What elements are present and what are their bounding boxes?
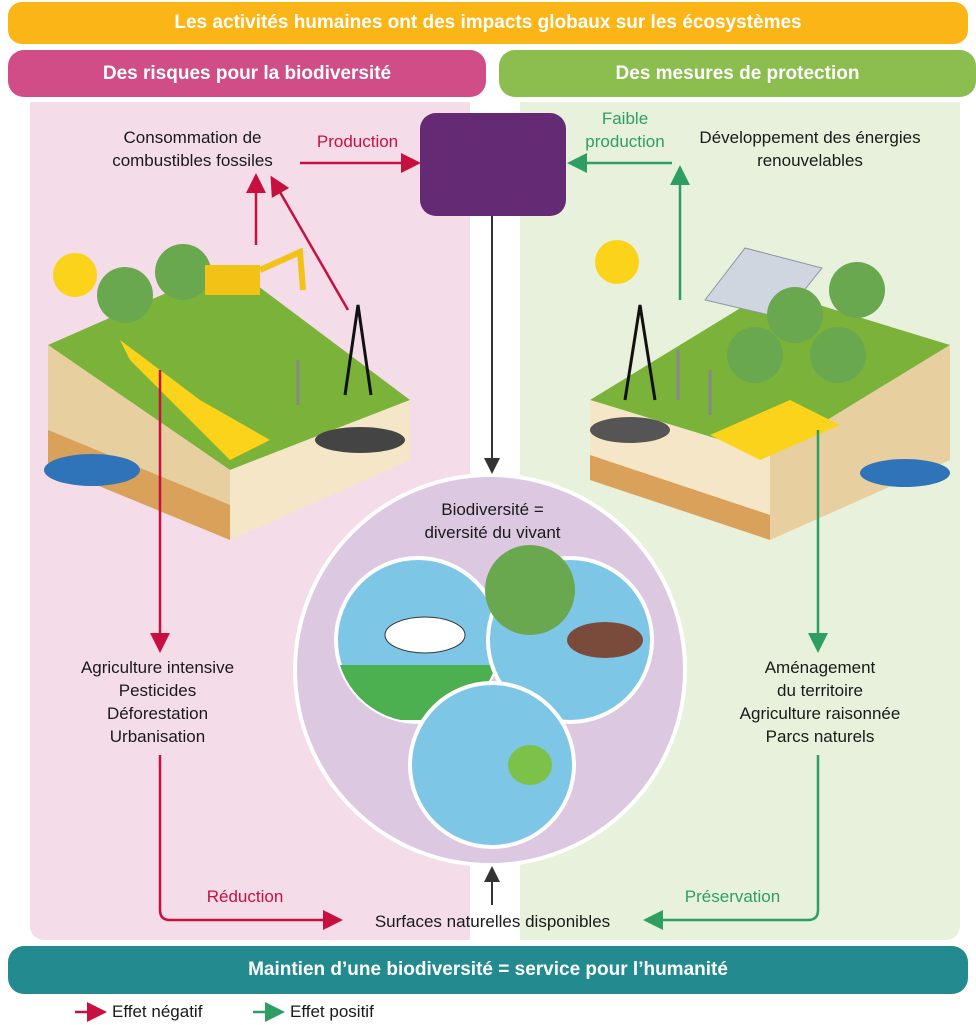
measure-item: du territoire	[777, 681, 863, 700]
renewables-label: Développement des énergies renouvelables	[699, 128, 921, 170]
faible-label: Faible	[601, 109, 649, 128]
frog-scene	[408, 681, 576, 849]
legend-negative: Effet négatif	[112, 1002, 203, 1021]
risks-header: Des risques pour la biodiversité	[8, 50, 486, 97]
measure-item: Aménagement	[764, 658, 876, 677]
right-landscape	[590, 240, 950, 540]
biodiversity-line2: diversité du vivant	[424, 523, 561, 542]
production-label-right: production	[585, 132, 665, 151]
fossil-fuel-label: Consommation de combustibles fossiles	[112, 128, 273, 170]
atmosphere-box	[420, 113, 566, 216]
pressures-list: Agriculture intensive Pesticides Défores…	[50, 656, 265, 748]
pressure-item: Agriculture intensive	[80, 658, 235, 677]
measure-item: Parcs naturels	[765, 727, 875, 746]
biodiversity-line1: Biodiversité =	[441, 500, 544, 519]
footer-banner: Maintien d’une biodiversité = service po…	[8, 946, 968, 994]
reduction-label: Réduction	[206, 887, 284, 906]
measure-item: Agriculture raisonnée	[739, 704, 901, 723]
pressure-item: Urbanisation	[109, 727, 206, 746]
natural-surfaces-label: Surfaces naturelles disponibles	[374, 912, 611, 931]
left-landscape	[44, 244, 410, 540]
production-label: Production	[316, 132, 399, 151]
legend-positive: Effet positif	[290, 1002, 374, 1021]
title-banner: Les activités humaines ont des impacts g…	[8, 2, 968, 44]
protection-header: Des mesures de protection	[499, 50, 976, 97]
measures-list: Aménagement du territoire Agriculture ra…	[710, 656, 930, 748]
preservation-label: Préservation	[684, 887, 781, 906]
pressure-item: Déforestation	[106, 704, 209, 723]
biodiversity-title: Biodiversité = diversité du vivant	[380, 498, 605, 544]
pressure-item: Pesticides	[118, 681, 197, 700]
